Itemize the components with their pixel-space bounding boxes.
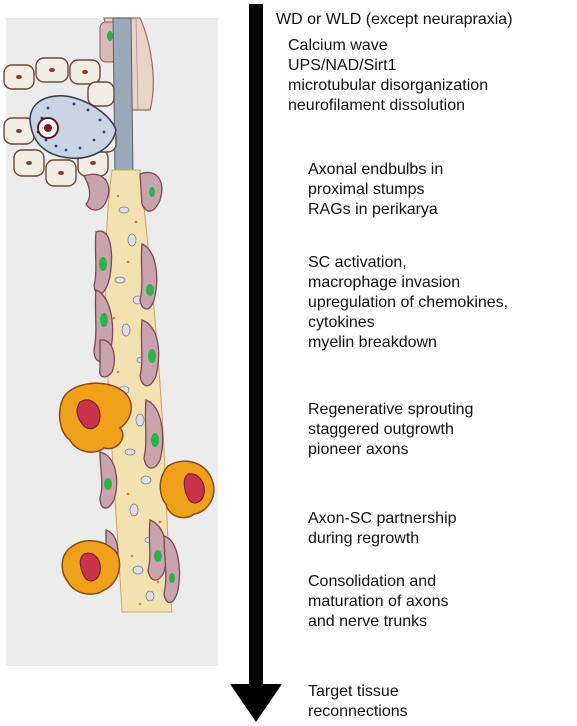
- stage-4-text: Regenerative sprouting staggered outgrow…: [308, 400, 473, 460]
- stage-5-text: Axon-SC partnership during regrowth: [308, 509, 457, 549]
- stage-line: during regrowth: [308, 529, 457, 549]
- stage-7-text: Target tissue reconnections: [308, 682, 408, 722]
- stage-3-text: SC activation, macrophage invasion upreg…: [308, 253, 508, 353]
- stage-line: Regenerative sprouting: [308, 400, 473, 420]
- stage-line: staggered outgrowth: [308, 420, 473, 440]
- stage-line: reconnections: [308, 702, 408, 722]
- stage-line: UPS/NAD/Sirt1: [288, 56, 488, 76]
- stage-line: upregulation of chemokines,: [308, 293, 508, 313]
- stage-line: cytokines: [308, 313, 508, 333]
- stage-line: macrophage invasion: [308, 273, 508, 293]
- stage-1-text: Calcium wave UPS/NAD/Sirt1 microtubular …: [288, 36, 488, 116]
- stage-line: microtubular disorganization: [288, 76, 488, 96]
- stage-line: RAGs in perikarya: [308, 200, 443, 220]
- stage-line: Axon-SC partnership: [308, 509, 457, 529]
- stage-line: Calcium wave: [288, 36, 488, 56]
- stage-line: neurofilament dissolution: [288, 96, 488, 116]
- stage-line: and nerve trunks: [308, 612, 449, 632]
- stage-line: Target tissue: [308, 682, 408, 702]
- stage-line: Axonal endbulbs in: [308, 160, 443, 180]
- stage-line: myelin breakdown: [308, 333, 508, 353]
- axon-column: [113, 18, 133, 175]
- stage-line: proximal stumps: [308, 180, 443, 200]
- stage-line: SC activation,: [308, 253, 508, 273]
- timeline-arrow: [230, 4, 282, 722]
- timeline-header: WD or WLD (except neurapraxia): [276, 10, 513, 30]
- stage-2-text: Axonal endbulbs in proximal stumps RAGs …: [308, 160, 443, 220]
- stage-line: maturation of axons: [308, 592, 449, 612]
- stage-line: Consolidation and: [308, 572, 449, 592]
- neuron-cell-body: [4, 58, 116, 186]
- stage-line: pioneer axons: [308, 440, 473, 460]
- stage-6-text: Consolidation and maturation of axons an…: [308, 572, 449, 632]
